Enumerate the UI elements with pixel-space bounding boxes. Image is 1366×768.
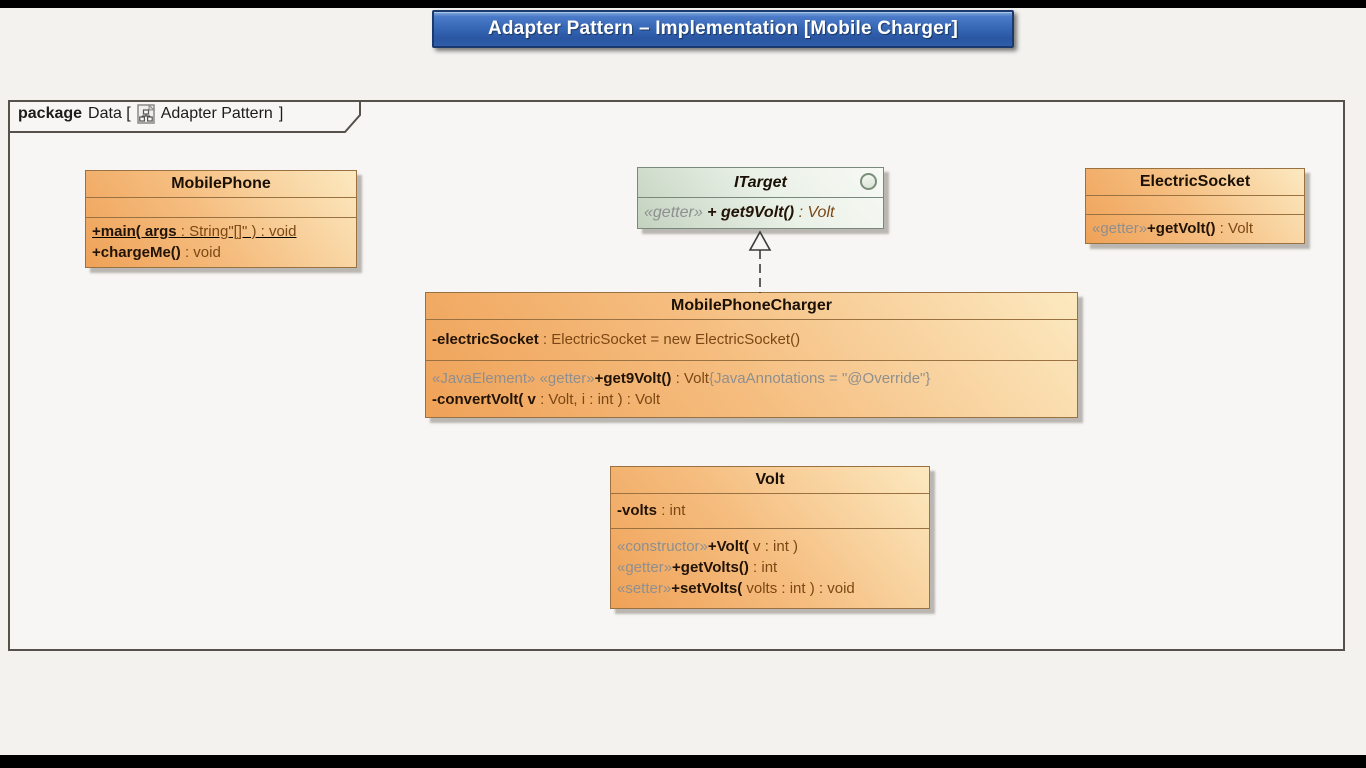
interface-ball-icon bbox=[860, 173, 877, 190]
operation-row-convertvolt[interactable]: -convertVolt( v : Volt, i : int ) : Volt bbox=[426, 389, 1077, 410]
class-title: Volt bbox=[611, 467, 929, 494]
letterbox-top-bar bbox=[0, 0, 1366, 8]
attributes-compartment-empty bbox=[86, 198, 356, 218]
op-name: +chargeMe() bbox=[92, 244, 181, 261]
operation-row-getvolts[interactable]: «getter»+getVolts() : int bbox=[611, 557, 929, 578]
op-name: -convertVolt( v bbox=[432, 391, 541, 408]
op-type: : int bbox=[748, 559, 778, 576]
package-context: Data [ bbox=[88, 105, 131, 122]
attr-name: -volts bbox=[617, 502, 662, 519]
class-box-mobilephone[interactable]: MobilePhone +main( args : String"[]" ) :… bbox=[85, 170, 357, 268]
attribute-row-electricsocket[interactable]: -electricSocket : ElectricSocket = new E… bbox=[426, 329, 1077, 350]
class-box-electricsocket[interactable]: ElectricSocket «getter»+getVolt() : Volt bbox=[1085, 168, 1305, 244]
op-name: +get9Volt() bbox=[594, 370, 672, 387]
package-diagram-name: Adapter Pattern bbox=[160, 105, 273, 122]
op-name: +getVolt() bbox=[1147, 220, 1216, 237]
letterbox-bottom-bar bbox=[0, 755, 1366, 768]
operation-row-get9volt[interactable]: «JavaElement» «getter»+get9Volt() : Volt… bbox=[426, 368, 1077, 389]
class-box-volt[interactable]: Volt -volts : int «constructor»+Volt( v … bbox=[610, 466, 930, 609]
op-name: +getVolts() bbox=[672, 559, 749, 576]
op-name: +Volt( bbox=[707, 538, 749, 555]
operations-compartment: «getter»+getVolt() : Volt bbox=[1086, 215, 1304, 243]
title-banner: Adapter Pattern – Implementation [Mobile… bbox=[432, 10, 1014, 48]
attributes-compartment-empty bbox=[1086, 196, 1304, 215]
interface-box-itarget[interactable]: ITarget «getter» + get9Volt() : Volt bbox=[637, 167, 884, 229]
attributes-compartment: -volts : int bbox=[611, 494, 929, 529]
operations-compartment: «JavaElement» «getter»+get9Volt() : Volt… bbox=[426, 361, 1077, 417]
package-tab[interactable]: package Data [ Adapter Pattern ] bbox=[8, 100, 362, 134]
op-stereotype: «getter» bbox=[644, 204, 708, 221]
op-type: : String"[]" ) : void bbox=[180, 223, 297, 240]
op-type: v : int ) bbox=[748, 538, 799, 555]
op-stereotype: «constructor» bbox=[617, 538, 708, 555]
attr-name: -electricSocket bbox=[432, 331, 543, 348]
class-title: MobilePhone bbox=[86, 171, 356, 198]
operations-compartment: «getter» + get9Volt() : Volt bbox=[638, 198, 883, 228]
class-box-mobilephonecharger[interactable]: MobilePhoneCharger -electricSocket : Ele… bbox=[425, 292, 1078, 418]
operation-row-main[interactable]: +main( args : String"[]" ) : void bbox=[86, 221, 356, 242]
op-type: : Volt bbox=[794, 204, 835, 221]
operation-row-setvolts[interactable]: «setter»+setVolts( volts : int ) : void bbox=[611, 578, 929, 599]
op-annotation: {JavaAnnotations = "@Override"} bbox=[708, 370, 931, 387]
title-banner-text: Adapter Pattern – Implementation [Mobile… bbox=[487, 18, 959, 39]
operation-row-get9volt[interactable]: «getter» + get9Volt() : Volt bbox=[638, 202, 883, 223]
op-stereotype: «getter» bbox=[1092, 220, 1148, 237]
class-title: ElectricSocket bbox=[1086, 169, 1304, 196]
realization-arrow[interactable] bbox=[734, 229, 786, 295]
operation-row-chargeme[interactable]: +chargeMe() : void bbox=[86, 242, 356, 263]
attr-type: : int bbox=[661, 502, 686, 519]
class-diagram-icon bbox=[136, 104, 155, 124]
op-type: : Volt bbox=[671, 370, 709, 387]
package-tab-shape bbox=[8, 100, 361, 133]
operations-compartment: +main( args : String"[]" ) : void +charg… bbox=[86, 218, 356, 267]
op-type: : Volt bbox=[1215, 220, 1254, 237]
package-keyword: package bbox=[18, 105, 83, 122]
attribute-row-volts[interactable]: -volts : int bbox=[611, 500, 929, 521]
operations-compartment: «constructor»+Volt( v : int ) «getter»+g… bbox=[611, 529, 929, 608]
op-name: +setVolts( bbox=[671, 580, 743, 597]
op-type: volts : int ) : void bbox=[742, 580, 855, 597]
op-type: : void bbox=[180, 244, 221, 261]
op-stereotype: «setter» bbox=[617, 580, 672, 597]
op-name: + get9Volt() bbox=[707, 204, 795, 221]
operation-row-getvolt[interactable]: «getter»+getVolt() : Volt bbox=[1086, 218, 1304, 239]
op-name: +main( args bbox=[92, 223, 181, 240]
operation-row-constructor[interactable]: «constructor»+Volt( v : int ) bbox=[611, 536, 929, 557]
interface-title: ITarget bbox=[734, 173, 787, 191]
class-title: MobilePhoneCharger bbox=[426, 293, 1077, 320]
attr-type: : ElectricSocket = new ElectricSocket() bbox=[542, 331, 801, 348]
op-stereotype: «getter» bbox=[617, 559, 673, 576]
op-type: : Volt, i : int ) : Volt bbox=[540, 391, 661, 408]
op-stereotype: «JavaElement» «getter» bbox=[432, 370, 595, 387]
attributes-compartment: -electricSocket : ElectricSocket = new E… bbox=[426, 320, 1077, 361]
package-close-bracket: ] bbox=[278, 105, 284, 122]
